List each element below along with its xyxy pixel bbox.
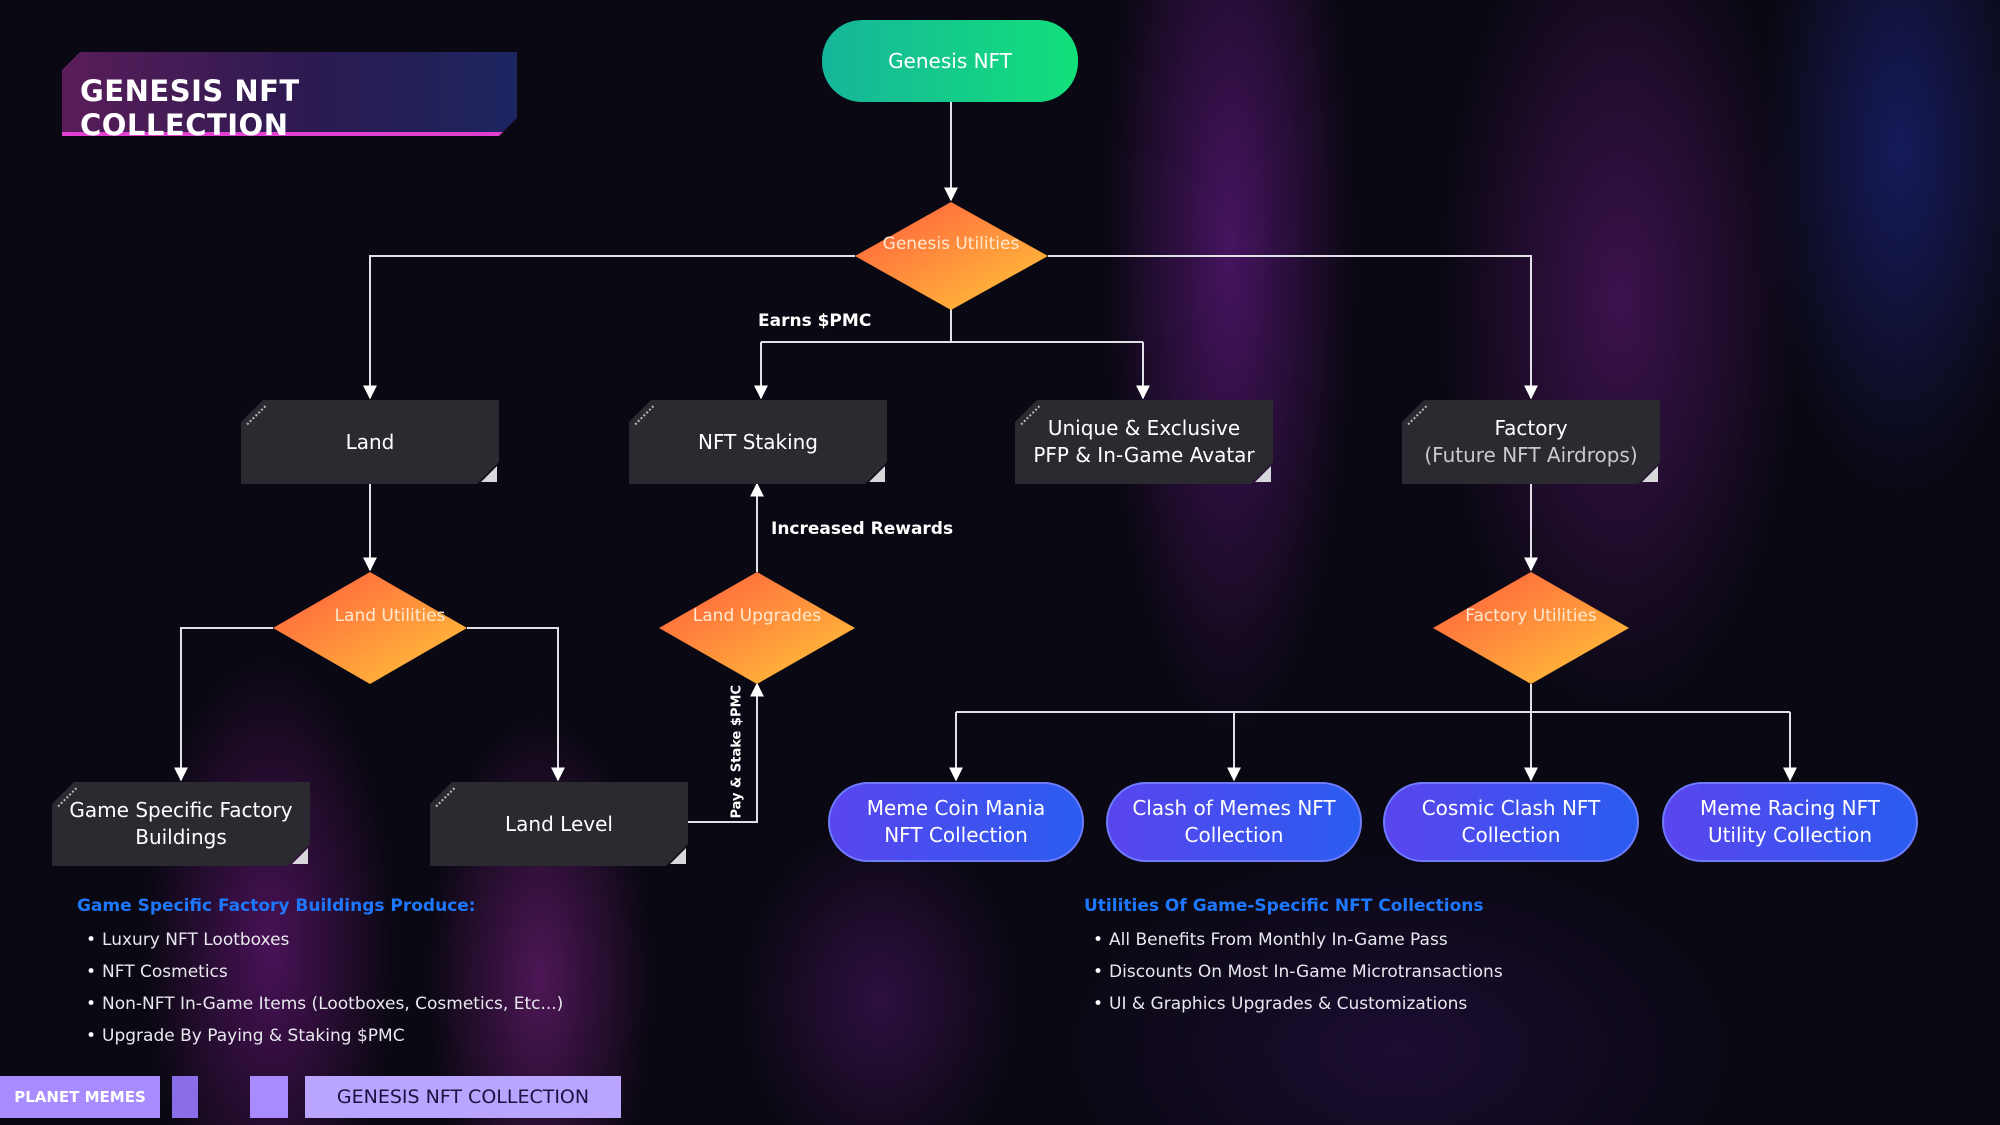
list-item: Non-NFT In-Game Items (Lootboxes, Cosmet…	[86, 988, 563, 1020]
list-item: NFT Cosmetics	[86, 956, 563, 988]
left-bullet-list: Luxury NFT Lootboxes NFT Cosmetics Non-N…	[86, 924, 563, 1052]
footer-title: GENESIS NFT COLLECTION	[305, 1076, 621, 1118]
land-utilities-diamond	[273, 572, 467, 684]
game-factory-line1: Game Specific Factory	[69, 798, 293, 822]
pay-stake-label: Pay & Stake $PMC	[729, 685, 745, 819]
right-section-heading: Utilities Of Game-Specific NFT Collectio…	[1084, 896, 1484, 916]
factory-utilities-diamond	[1433, 572, 1629, 684]
cosmic-clash-node[interactable]: Cosmic Clash NFT Collection	[1383, 782, 1639, 862]
unique-line1: Unique & Exclusive	[1047, 416, 1241, 440]
land-level-label: Land Level	[505, 811, 613, 836]
factory-node[interactable]: Factory (Future NFT Airdrops)	[1402, 400, 1660, 484]
left-section-heading: Game Specific Factory Buildings Produce:	[77, 896, 476, 916]
genesis-nft-node[interactable]: Genesis NFT	[822, 20, 1078, 102]
land-label: Land	[345, 429, 395, 454]
meme-racing-node[interactable]: Meme Racing NFT Utility Collection	[1662, 782, 1918, 862]
genesis-utilities-diamond	[855, 202, 1048, 310]
right-bullet-list: All Benefits From Monthly In-Game Pass D…	[1093, 924, 1503, 1020]
clash-of-memes-node[interactable]: Clash of Memes NFT Collection	[1106, 782, 1362, 862]
meme-coin-mania-node[interactable]: Meme Coin Mania NFT Collection	[828, 782, 1084, 862]
collection-4-line1: Meme Racing NFT	[1699, 796, 1881, 820]
nft-staking-label: NFT Staking	[698, 429, 818, 454]
earns-pmc-label: Earns $PMC	[758, 311, 872, 331]
footer-accent-block	[250, 1076, 288, 1118]
page-title: GENESIS NFT COLLECTION	[80, 74, 300, 142]
genesis-nft-label: Genesis NFT	[888, 48, 1012, 73]
list-item: Upgrade By Paying & Staking $PMC	[86, 1020, 563, 1052]
game-factory-line2: Buildings	[135, 825, 227, 849]
collection-2-line2: Collection	[1184, 823, 1284, 847]
factory-line1: Factory	[1494, 416, 1568, 440]
collection-1-line2: NFT Collection	[884, 823, 1028, 847]
land-node[interactable]: Land	[241, 400, 499, 484]
list-item: Luxury NFT Lootboxes	[86, 924, 563, 956]
collection-3-line1: Cosmic Clash NFT	[1421, 796, 1601, 820]
collection-4-line2: Utility Collection	[1707, 823, 1873, 847]
title-banner: GENESIS NFT COLLECTION	[62, 52, 517, 136]
game-factory-buildings-node[interactable]: Game Specific Factory Buildings	[52, 782, 310, 866]
land-utilities-label: Land Utilities	[334, 606, 446, 626]
collection-1-line1: Meme Coin Mania	[866, 796, 1046, 820]
genesis-utilities-label: Genesis Utilities	[882, 234, 1020, 254]
footer-accent-block	[172, 1076, 198, 1118]
unique-line2: PFP & In-Game Avatar	[1033, 443, 1255, 467]
factory-line2: (Future NFT Airdrops)	[1424, 443, 1638, 467]
land-level-node[interactable]: Land Level	[430, 782, 688, 866]
list-item: UI & Graphics Upgrades & Customizations	[1093, 988, 1503, 1020]
collection-3-line2: Collection	[1461, 823, 1561, 847]
increased-rewards-label: Increased Rewards	[771, 519, 954, 539]
land-upgrades-label: Land Upgrades	[692, 606, 822, 626]
list-item: Discounts On Most In-Game Microtransacti…	[1093, 956, 1503, 988]
land-upgrades-diamond	[659, 572, 855, 684]
collection-2-line1: Clash of Memes NFT	[1132, 796, 1336, 820]
factory-utilities-label: Factory Utilities	[1465, 606, 1597, 626]
nft-staking-node[interactable]: NFT Staking	[629, 400, 887, 484]
footer-brand-logo: PLANET MEMES	[0, 1076, 160, 1118]
list-item: All Benefits From Monthly In-Game Pass	[1093, 924, 1503, 956]
unique-avatar-node[interactable]: Unique & Exclusive PFP & In-Game Avatar	[1015, 400, 1273, 484]
